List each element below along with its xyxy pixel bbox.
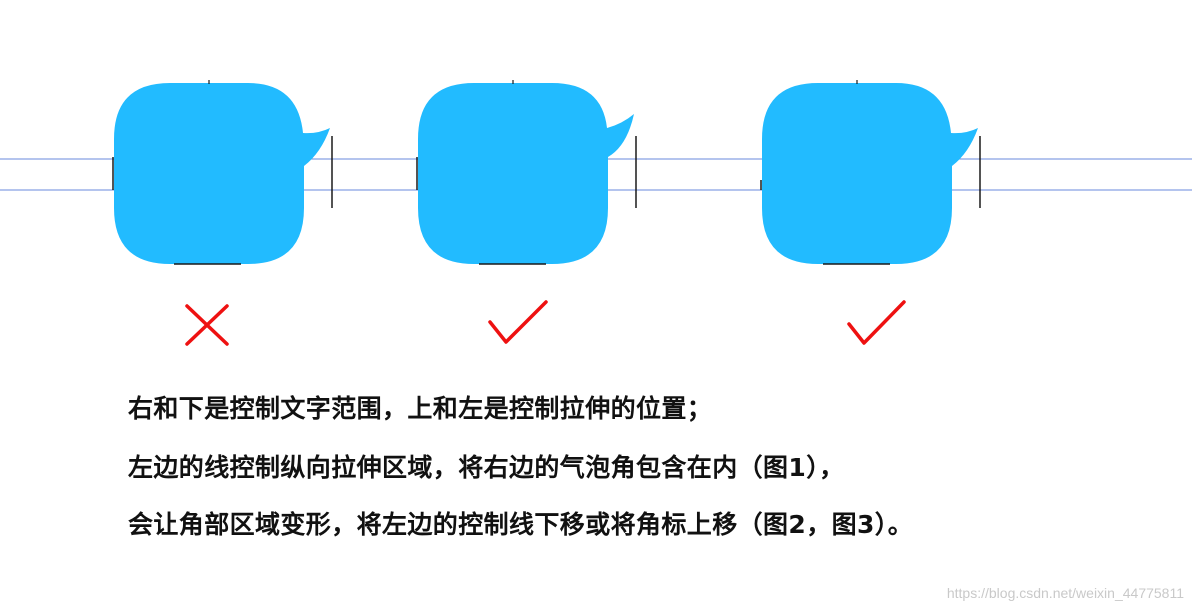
caption-line-3: 会让角部区域变形，将左边的控制线下移或将角标上移（图2，图3）。	[128, 510, 914, 539]
nine-patch-diagram	[0, 80, 1192, 346]
cross-icon	[185, 304, 229, 346]
checkmark-icon	[488, 300, 548, 344]
speech-bubble-icon	[762, 83, 978, 264]
checkmark-icon	[847, 300, 906, 345]
bubble-figure-2	[416, 80, 637, 344]
bubble-figure-1	[112, 80, 333, 346]
watermark-url: https://blog.csdn.net/weixin_44775811	[946, 585, 1184, 601]
bubble-figure-3	[760, 80, 981, 345]
caption-line-1: 右和下是控制文字范围，上和左是控制拉伸的位置；	[128, 394, 713, 423]
speech-bubble-icon	[114, 83, 330, 264]
speech-bubble-icon	[418, 83, 634, 264]
caption-line-2: 左边的线控制纵向拉伸区域，将右边的气泡角包含在内（图1），	[128, 453, 845, 482]
